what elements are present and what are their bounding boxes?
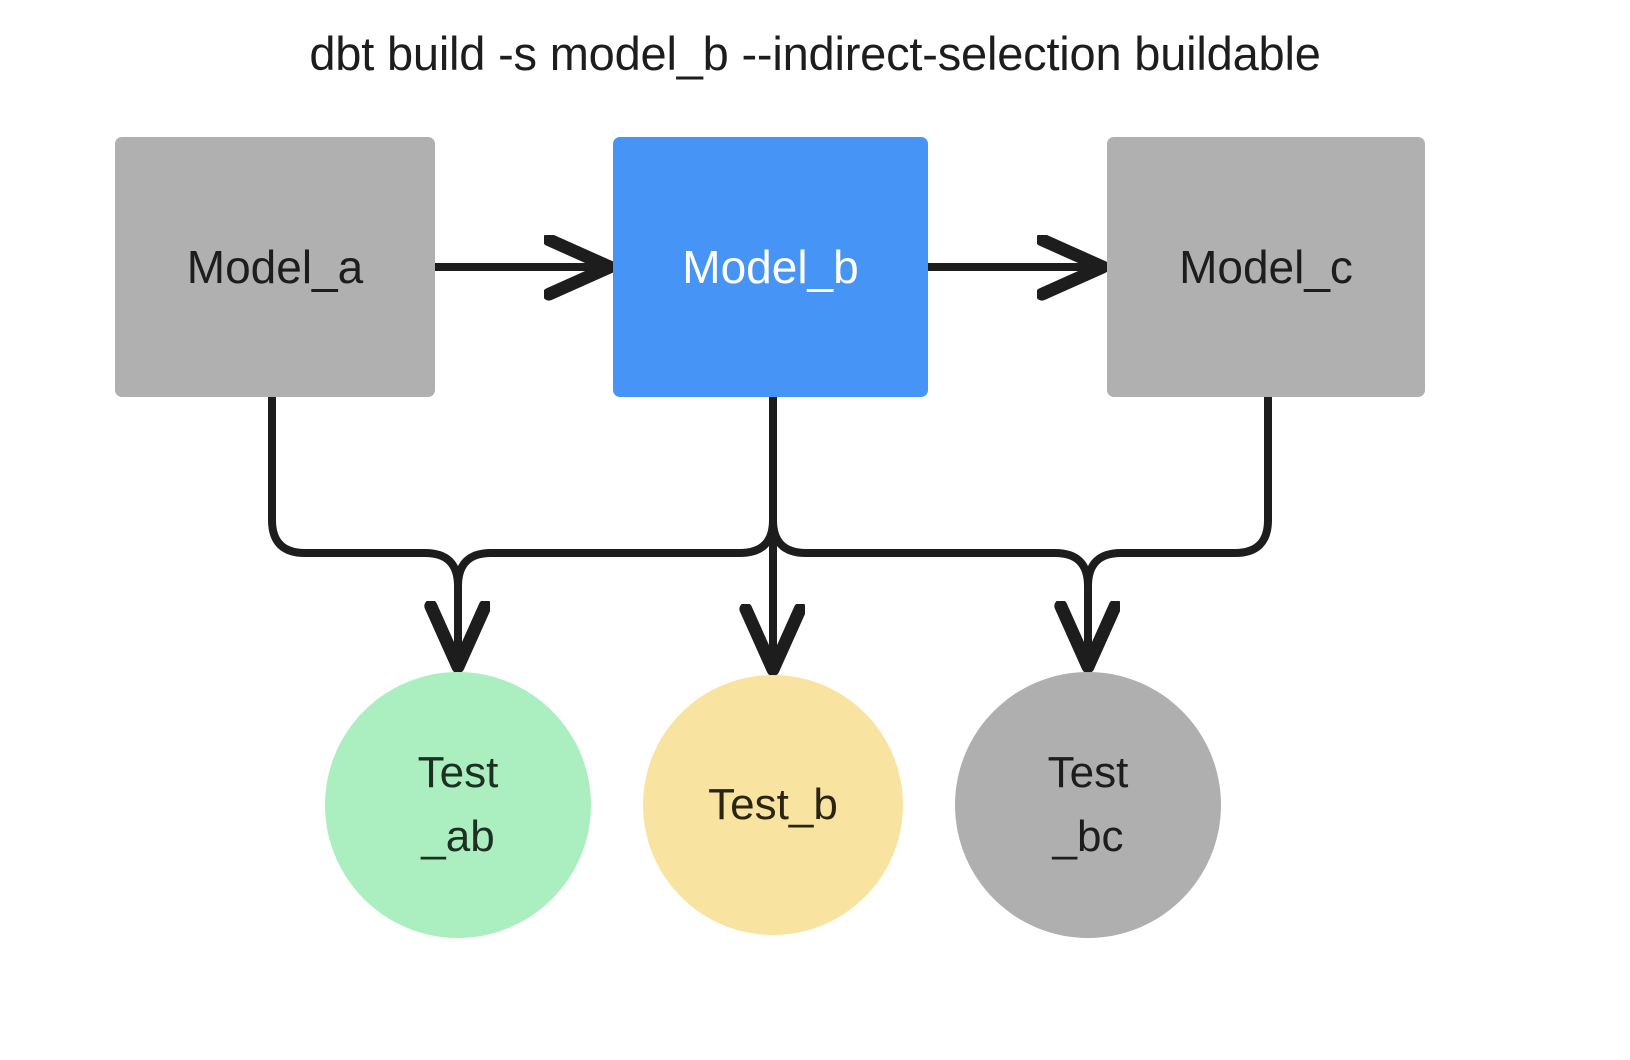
node-test-bc[interactable]: Test _bc bbox=[955, 672, 1221, 938]
node-test-ab[interactable]: Test _ab bbox=[325, 672, 591, 938]
node-model-a[interactable]: Model_a bbox=[115, 137, 435, 397]
edge-model-c-to-test-bc bbox=[1088, 393, 1272, 662]
edge-model-b-to-test-ab bbox=[458, 393, 777, 662]
diagram-title: dbt build -s model_b --indirect-selectio… bbox=[309, 27, 1321, 80]
node-test-b[interactable]: Test_b bbox=[643, 675, 903, 935]
edge-model-b-to-test-bc bbox=[769, 393, 1088, 662]
node-model-c[interactable]: Model_c bbox=[1107, 137, 1425, 397]
edge-model-a-to-test-ab bbox=[268, 393, 458, 662]
node-test-ab-label: Test _ab bbox=[417, 748, 499, 861]
node-test-b-label: Test_b bbox=[708, 780, 838, 830]
node-test-bc-label: Test _bc bbox=[1047, 748, 1129, 861]
node-model-c-label: Model_c bbox=[1179, 240, 1353, 293]
node-model-b-label: Model_b bbox=[682, 240, 859, 293]
node-model-a-label: Model_a bbox=[186, 240, 364, 293]
node-model-b[interactable]: Model_b bbox=[613, 137, 928, 397]
